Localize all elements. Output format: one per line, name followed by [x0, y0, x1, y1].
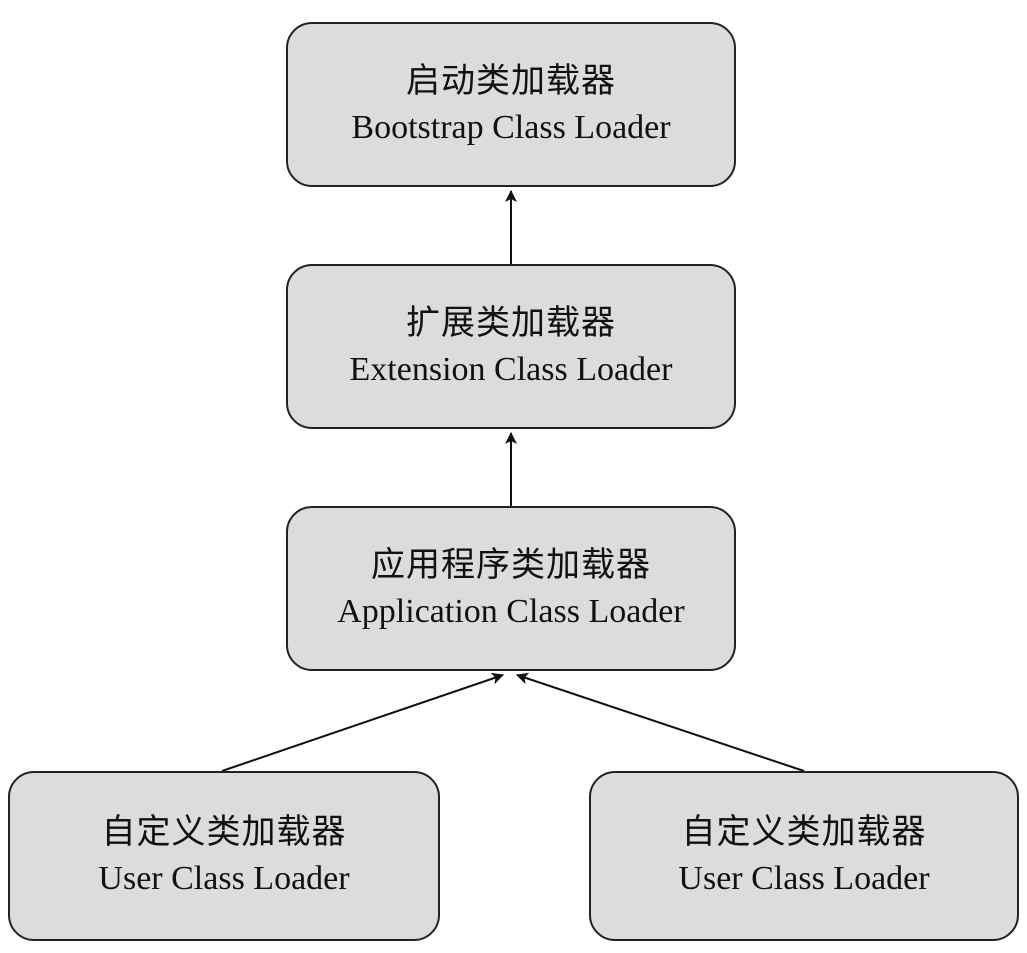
extension-class-loader-node: 扩展类加载器 Extension Class Loader	[286, 264, 736, 429]
node-title-en: Bootstrap Class Loader	[351, 108, 671, 146]
node-title-zh: 启动类加载器	[406, 62, 616, 100]
user-class-loader-node-left: 自定义类加载器 User Class Loader	[8, 771, 440, 941]
arrow-user-left-to-application	[221, 672, 504, 772]
application-class-loader-node: 应用程序类加载器 Application Class Loader	[286, 506, 736, 671]
bootstrap-class-loader-node: 启动类加载器 Bootstrap Class Loader	[286, 22, 736, 187]
node-title-en: Extension Class Loader	[349, 350, 673, 388]
arrow-user-right-to-application	[516, 672, 805, 772]
node-title-en: User Class Loader	[98, 860, 350, 897]
node-title-en: User Class Loader	[678, 860, 930, 897]
node-title-en: Application Class Loader	[337, 592, 685, 630]
user-class-loader-node-right: 自定义类加载器 User Class Loader	[589, 771, 1019, 941]
node-title-zh: 应用程序类加载器	[371, 546, 651, 584]
node-title-zh: 扩展类加载器	[406, 304, 616, 342]
node-title-zh: 自定义类加载器	[681, 814, 927, 851]
node-title-zh: 自定义类加载器	[101, 814, 347, 851]
